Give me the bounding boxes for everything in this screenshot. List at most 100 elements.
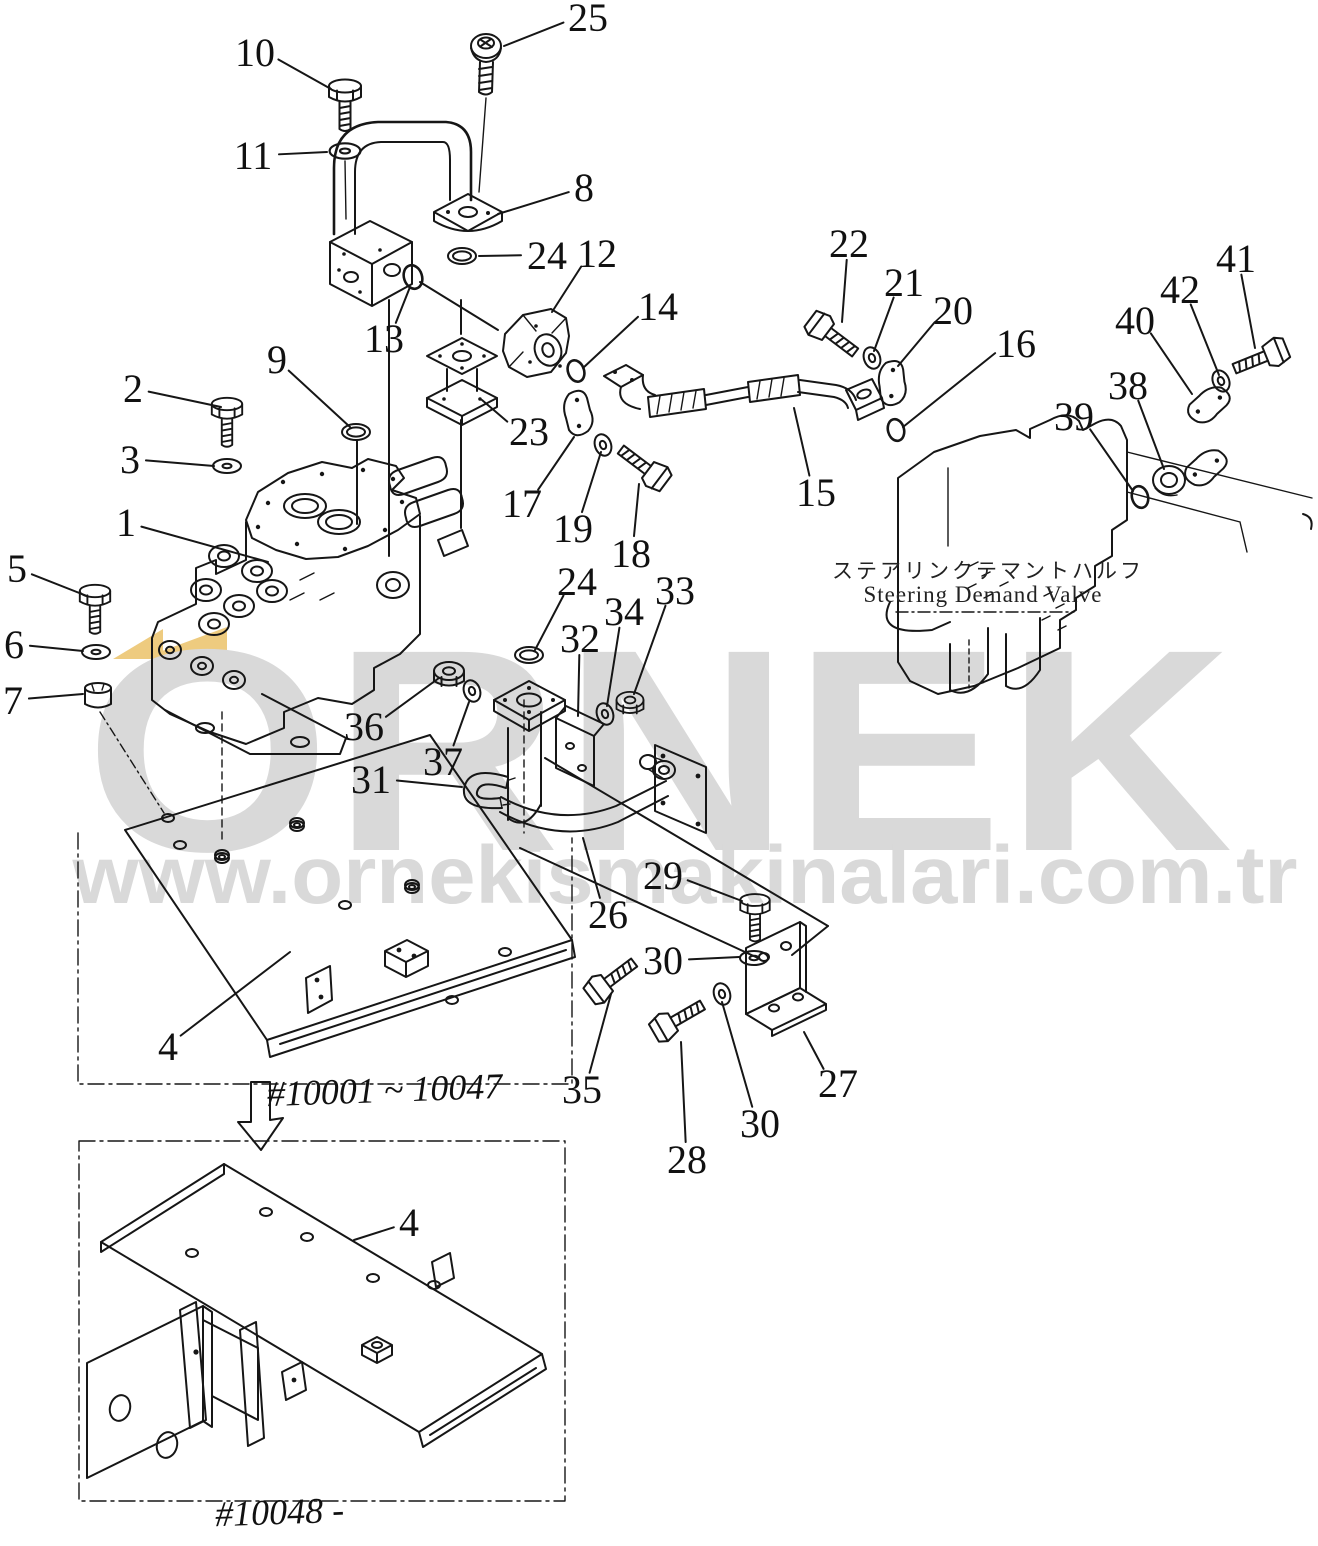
bolt-22-drawing (801, 306, 865, 365)
callout-number-41: 41 (1216, 236, 1256, 281)
watermark-url: www.ornekismakinalari.com.tr (71, 830, 1297, 921)
leader-line-7 (27, 693, 84, 700)
callout-number-30: 30 (740, 1101, 780, 1146)
leader-line-19 (580, 451, 602, 514)
callout-number-7: 7 (3, 678, 23, 723)
leader-line-26 (582, 837, 601, 899)
watermark-brand: ORNEK (85, 590, 1235, 912)
leader-line-15 (793, 407, 811, 477)
leader-line-38 (1137, 399, 1165, 470)
leader-line-28 (680, 1041, 687, 1144)
down-arrow (237, 1081, 284, 1151)
o-ring-24a-drawing (447, 247, 477, 265)
leader-line-16 (902, 352, 997, 428)
washer-42-drawing (1208, 366, 1234, 396)
leader-line-41 (1240, 273, 1256, 349)
leader-line-36 (384, 677, 440, 718)
clamp-20-drawing (874, 358, 911, 409)
tube-8-drawing (332, 120, 503, 236)
washer-19-drawing (590, 430, 616, 460)
callout-number-2: 2 (123, 366, 143, 411)
callout-number-1: 1 (116, 500, 136, 545)
leader-line-30 (721, 1001, 754, 1108)
leader-line-35 (588, 993, 612, 1074)
leader-line-5 (30, 573, 88, 597)
leader-line-14 (582, 315, 639, 369)
serial-note-2: #10048 - (214, 1490, 344, 1534)
leader-line-34 (606, 626, 621, 707)
socket-bolt-25-drawing (470, 33, 502, 96)
callout-layer: 1234456789101112131415161718192021222324… (3, 0, 1256, 1245)
watermark-layer: ORNEK www.ornekismakinalari.com.tr (71, 590, 1297, 921)
leader-line-42 (1189, 303, 1220, 376)
leader-line-23 (481, 399, 509, 423)
spacer-23-drawing (426, 337, 498, 426)
group-box-2 (78, 1140, 566, 1502)
leader-line-22 (841, 258, 848, 323)
bolt-18-drawing (611, 437, 675, 496)
leader-line-4 (353, 1226, 395, 1241)
callout-number-4: 4 (158, 1024, 178, 1069)
watermark-triangle (143, 627, 227, 658)
leader-line-12 (551, 265, 583, 313)
callout-number-23: 23 (509, 409, 549, 454)
callout-number-15: 15 (796, 470, 836, 515)
callout-number-37: 37 (423, 739, 463, 784)
o-ring-39-drawing (1128, 483, 1152, 511)
callout-number-3: 3 (120, 437, 140, 482)
o-ring-14-drawing (563, 356, 589, 386)
watermark-triangle (113, 629, 163, 659)
leader-line-17 (537, 436, 575, 491)
leader-line-39 (1089, 428, 1134, 492)
callout-number-30: 30 (643, 938, 683, 983)
serial-note-1: #10001 ~ 10047 (266, 1066, 505, 1114)
leader-line-27 (803, 1031, 825, 1070)
pump-12-drawing (502, 308, 570, 378)
manifold-block-drawing (329, 220, 413, 307)
line-art (77, 33, 1313, 1502)
group-box-1 (77, 832, 573, 1085)
callout-number-11: 11 (234, 133, 273, 178)
clamp-17-drawing (563, 389, 594, 437)
leader-line-8 (497, 191, 570, 215)
callout-number-18: 18 (611, 531, 651, 576)
callout-number-13: 13 (364, 316, 404, 361)
callout-number-12: 12 (577, 231, 617, 276)
washer-3-drawing (212, 458, 242, 474)
callout-number-34: 34 (604, 589, 644, 634)
leader-line-32 (577, 653, 581, 717)
callout-number-32: 32 (560, 616, 600, 661)
callout-number-4: 4 (399, 1200, 419, 1245)
callout-number-10: 10 (235, 30, 275, 75)
bracket-assembly-drawing (86, 1301, 265, 1479)
callout-number-39: 39 (1054, 394, 1094, 439)
steering-valve-label-jp: ステアリンクテマントハルフ (832, 559, 1144, 583)
leader-line-24 (534, 594, 565, 651)
bracket-32-drawing (555, 705, 605, 787)
leader-line-40 (1149, 332, 1193, 395)
callout-number-25: 25 (568, 0, 608, 40)
plate-4b-drawing (100, 1163, 547, 1448)
callout-number-33: 33 (655, 568, 695, 613)
callout-number-24: 24 (527, 233, 567, 278)
callout-number-19: 19 (553, 506, 593, 551)
plug-7-drawing (84, 682, 112, 709)
steering-demand-valve-drawing (885, 414, 1313, 695)
bushing-38-drawing (1152, 465, 1186, 497)
callout-number-42: 42 (1160, 267, 1200, 312)
steering-valve-label-en: Steering Demand Valve (863, 582, 1102, 607)
callout-number-40: 40 (1115, 298, 1155, 343)
bolt-35-drawing (580, 950, 644, 1009)
callout-number-21: 21 (884, 260, 924, 305)
hose-15-drawing (603, 364, 885, 421)
leader-line-3 (144, 459, 215, 467)
leader-line-33 (633, 604, 667, 695)
callout-number-5: 5 (7, 546, 27, 591)
callout-number-14: 14 (638, 284, 678, 329)
callout-number-31: 31 (351, 757, 391, 802)
support-post-26-drawing (493, 680, 707, 834)
callout-number-6: 6 (4, 622, 24, 667)
callout-number-9: 9 (267, 337, 287, 382)
callout-number-26: 26 (588, 892, 628, 937)
leader-line-21 (873, 296, 895, 352)
